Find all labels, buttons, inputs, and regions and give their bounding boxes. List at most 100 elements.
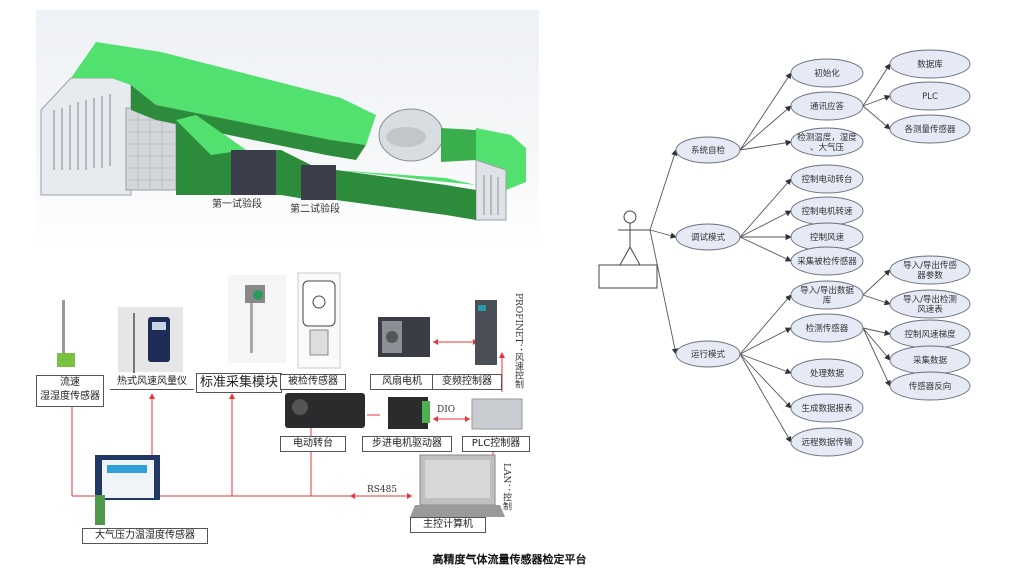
use-case-ellipse: [889, 371, 971, 401]
label-lan-link: LAN：控制: [501, 463, 511, 511]
use-case-function: 通讯应答: [790, 91, 864, 121]
use-case-ellipse: [675, 136, 741, 164]
association-arrow: [739, 178, 792, 238]
use-case-subfunction: 数据库: [889, 49, 971, 79]
association-arrow: [862, 269, 891, 296]
use-case-label: 运行模式: [691, 349, 726, 360]
test-section-1: [231, 150, 276, 195]
use-case-ellipse: [889, 289, 971, 319]
use-case-ellipse: [889, 81, 971, 111]
use-case-svg: 系统自检初始化通讯应答数据库PLC各测量传感器检测温度，湿度、大气压调试模式控制…: [598, 49, 971, 457]
vfd-image: [475, 300, 497, 365]
label-stepper-driver: 步进电机驱动器: [362, 436, 452, 452]
use-case-label: 控制风速梯度: [904, 329, 956, 340]
wind-tunnel-model: [40, 42, 526, 221]
use-case-function: 检测传感器: [790, 313, 864, 343]
return-duct-side: [131, 85, 366, 160]
label-test-section-1: 第一试验段: [212, 199, 262, 210]
wind-tunnel-render: 第一试验段 第二试验段: [36, 10, 539, 250]
temp-humidity-sensor-image: [57, 353, 75, 367]
association-arrow: [739, 294, 792, 355]
use-case-ellipse: [889, 49, 971, 79]
use-case-subfunction: PLC: [889, 81, 971, 111]
use-case-ellipse: [790, 427, 864, 457]
use-case-mode: 运行模式: [675, 340, 741, 368]
use-case-label: 系统自检: [691, 145, 726, 156]
use-case-function: 远程数据传输: [790, 427, 864, 457]
association-arrow: [739, 105, 792, 151]
association-arrow: [649, 229, 677, 239]
use-case-function: 采集被检传感器: [790, 246, 864, 276]
flow-straightener-vanes: [53, 94, 111, 170]
use-case-function: 处理数据: [790, 358, 864, 388]
use-case-label: 控制风速: [810, 232, 845, 243]
use-case-label: 通讯应答: [810, 101, 845, 112]
fan-hub: [386, 127, 426, 147]
label-temp-humidity-sensor: 流速 湿湿度传感器: [36, 375, 104, 407]
diffuser-duct: [336, 170, 476, 220]
use-case-label: 传感器反向: [909, 381, 952, 392]
use-case-function: 初始化: [790, 58, 864, 88]
use-case-function: 控制电机转速: [790, 196, 864, 226]
use-case-label: 初始化: [814, 68, 840, 79]
use-case-function: 检测温度，湿度、大气压: [790, 127, 864, 157]
use-case-label: 生成数据报表: [801, 403, 853, 414]
label-rs485-link: RS485: [367, 485, 398, 495]
use-case-label: 器参数: [917, 270, 943, 281]
use-case-function: 控制电动转台: [790, 164, 864, 194]
use-case-ellipse: [889, 114, 971, 144]
association-arrow: [649, 149, 678, 231]
use-case-ellipse: [675, 223, 741, 251]
association-arrow: [862, 294, 891, 306]
use-case-ellipse: [790, 58, 864, 88]
use-case-subfunction: 传感器反向: [889, 371, 971, 401]
use-case-function: 控制风速: [790, 222, 864, 252]
use-case-label: 远程数据传输: [801, 437, 853, 448]
use-case-label: 处理数据: [810, 368, 845, 379]
use-case-subfunction: 各测量传感器: [889, 114, 971, 144]
use-case-ellipse: [790, 164, 864, 194]
use-case-label: 控制电机转速: [801, 206, 853, 217]
use-case-ellipse: [790, 91, 864, 121]
use-case-subfunction: 采集数据: [889, 345, 971, 375]
use-case-label: PLC: [922, 92, 938, 102]
wiring-lines: [57, 272, 523, 525]
fan-outlet-duct: [441, 128, 476, 162]
use-case-label: 各测量传感器: [904, 124, 956, 135]
association-arrow: [862, 63, 891, 107]
use-case-label: 采集数据: [913, 355, 948, 366]
use-case-ellipse: [790, 280, 864, 310]
label-pressure-sensor: 大气压力温湿度传感器: [82, 528, 208, 544]
label-profinet-link: PROFINET：风速控制: [513, 293, 523, 389]
use-case-ellipse: [790, 393, 864, 423]
return-duct-top: [71, 42, 376, 145]
use-case-label: 检测传感器: [806, 323, 849, 334]
figure-caption: 高精度气体流量传感器检定平台: [432, 553, 587, 566]
plc-image: [471, 398, 523, 430]
label-turntable: 电动转台: [280, 436, 346, 452]
label-vfd: 变频控制器: [432, 374, 502, 390]
association-arrow: [862, 327, 891, 387]
use-case-label: 检测温度，湿度: [797, 132, 857, 143]
use-case-ellipse: [790, 313, 864, 343]
use-case-label: 导入/导出数据: [800, 285, 854, 296]
association-arrow: [739, 353, 792, 443]
hardware-wiring-diagram: 流速 湿湿度传感器 热式风速风量仪 标准采集模块 被检传感器 风扇电机 变频控制…: [0, 255, 560, 550]
use-case-mode: 系统自检: [675, 136, 741, 164]
association-arrow: [739, 327, 792, 355]
use-case-ellipse: [790, 246, 864, 276]
association-arrow: [862, 327, 891, 336]
association-arrow: [739, 139, 792, 151]
use-case-label: 风速表: [917, 304, 943, 315]
use-case-function: 生成数据报表: [790, 393, 864, 423]
use-case-label: 、大气压: [810, 142, 845, 153]
label-pc: 主控计算机: [410, 517, 486, 533]
test-section-2: [301, 165, 336, 200]
label-test-section-2: 第二试验段: [290, 204, 340, 215]
association-arrow: [862, 327, 891, 361]
stepper-driver-image: [388, 397, 428, 429]
association-arrow: [649, 229, 678, 355]
label-dio-link: DIO: [437, 405, 456, 415]
